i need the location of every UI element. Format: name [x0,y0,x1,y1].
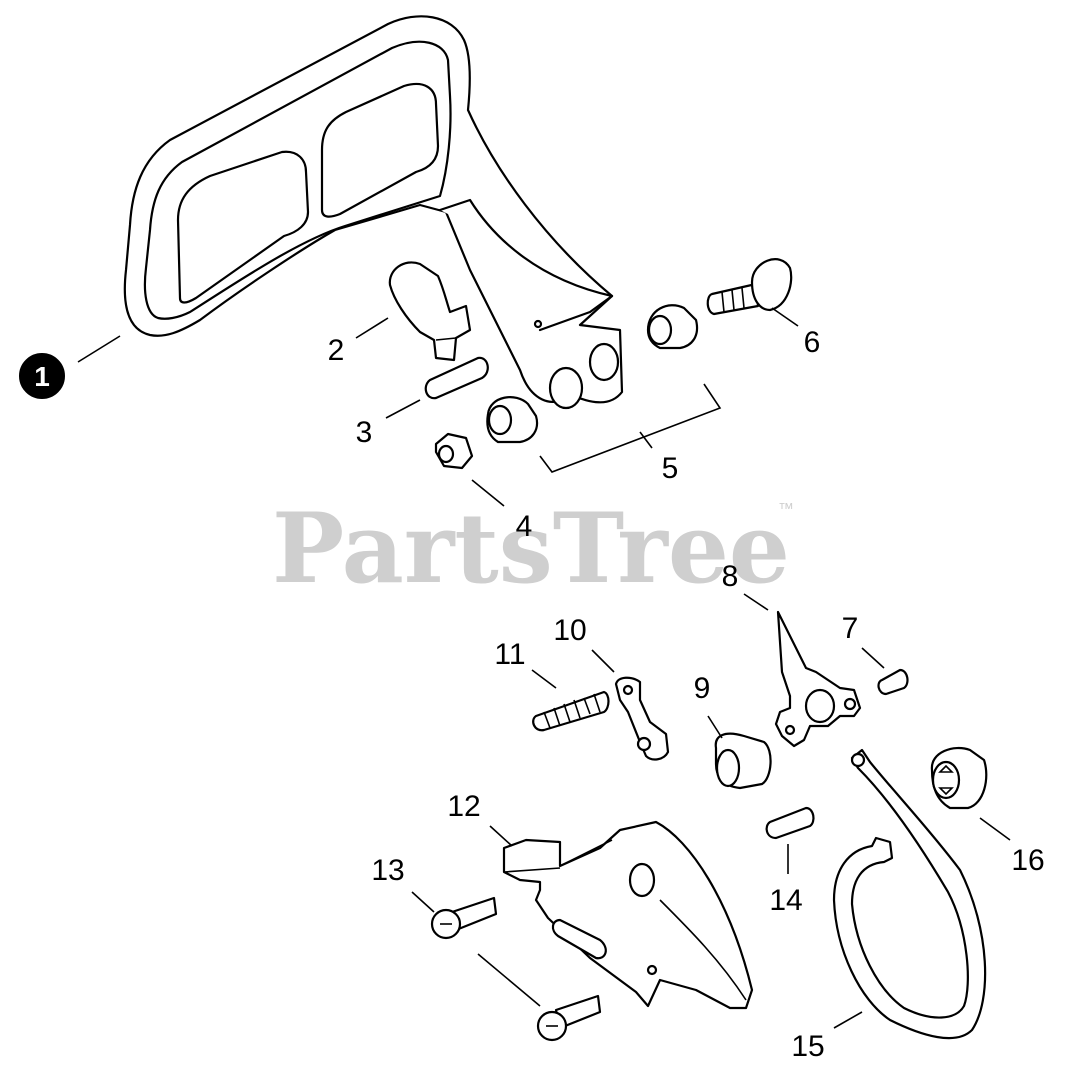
part-15-brake-band[interactable] [832,748,987,1040]
part-8-brake-lever[interactable] [774,610,862,748]
part-6-shoulder-bolt[interactable] [706,258,793,316]
callout-13[interactable]: 13 [371,854,404,887]
callout-11[interactable]: 11 [494,638,525,671]
part-11-spring[interactable] [532,690,610,732]
leader-5 [539,383,722,473]
watermark-trademark: ™ [778,501,794,518]
callout-1-circle [19,353,65,399]
callout-3[interactable]: 3 [356,416,373,449]
leader-1 [77,335,121,363]
leader-10 [591,649,615,673]
callout-4[interactable]: 4 [516,510,533,543]
leader-16 [979,817,1011,841]
leader-3 [385,399,421,419]
leader-13 [411,891,541,1007]
part-16-collar-nut[interactable] [930,746,988,810]
part-12-brake-housing[interactable] [502,820,754,1010]
callout-6[interactable]: 6 [804,326,821,359]
part-13-screw-upper[interactable] [430,896,498,940]
leader-2 [355,317,389,339]
part-10-latch-lever[interactable] [614,676,670,761]
leader-4 [471,479,505,507]
leader-9 [707,715,723,739]
part-4-nut[interactable] [434,432,474,470]
callout-12[interactable]: 12 [447,790,480,823]
callout-8[interactable]: 8 [722,560,739,593]
part-5-bushing-lower[interactable] [486,396,539,444]
callout-10[interactable]: 10 [553,614,586,647]
callout-2[interactable]: 2 [328,334,345,367]
leader-12 [489,825,513,847]
watermark-brand: PartsTree [272,492,790,605]
part-1-hand-guard[interactable] [123,15,624,410]
leader-11 [531,669,557,689]
part-14-roll-pin[interactable] [765,806,815,840]
callout-15[interactable]: 15 [791,1030,824,1063]
leader-6 [771,307,799,327]
part-3-pin[interactable] [424,356,489,400]
callout-16[interactable]: 16 [1011,844,1044,877]
part-5-bushing-upper[interactable] [646,304,699,350]
callout-7[interactable]: 7 [842,612,859,645]
part-13-screw-lower[interactable] [536,994,602,1042]
callout-14[interactable]: 14 [769,884,802,917]
callout-9[interactable]: 9 [694,672,711,705]
callout-5[interactable]: 5 [662,452,679,485]
leader-8 [743,593,769,611]
part-2-lever[interactable] [388,261,472,362]
part-9-sleeve[interactable] [714,732,772,790]
callout-1: 1 [34,361,50,392]
part-7-small-pin[interactable] [877,668,909,696]
leader-7 [861,647,885,669]
leader-lines [77,307,1011,1029]
callout-1-badge[interactable]: 1 [19,353,65,399]
leader-15 [833,1011,863,1029]
